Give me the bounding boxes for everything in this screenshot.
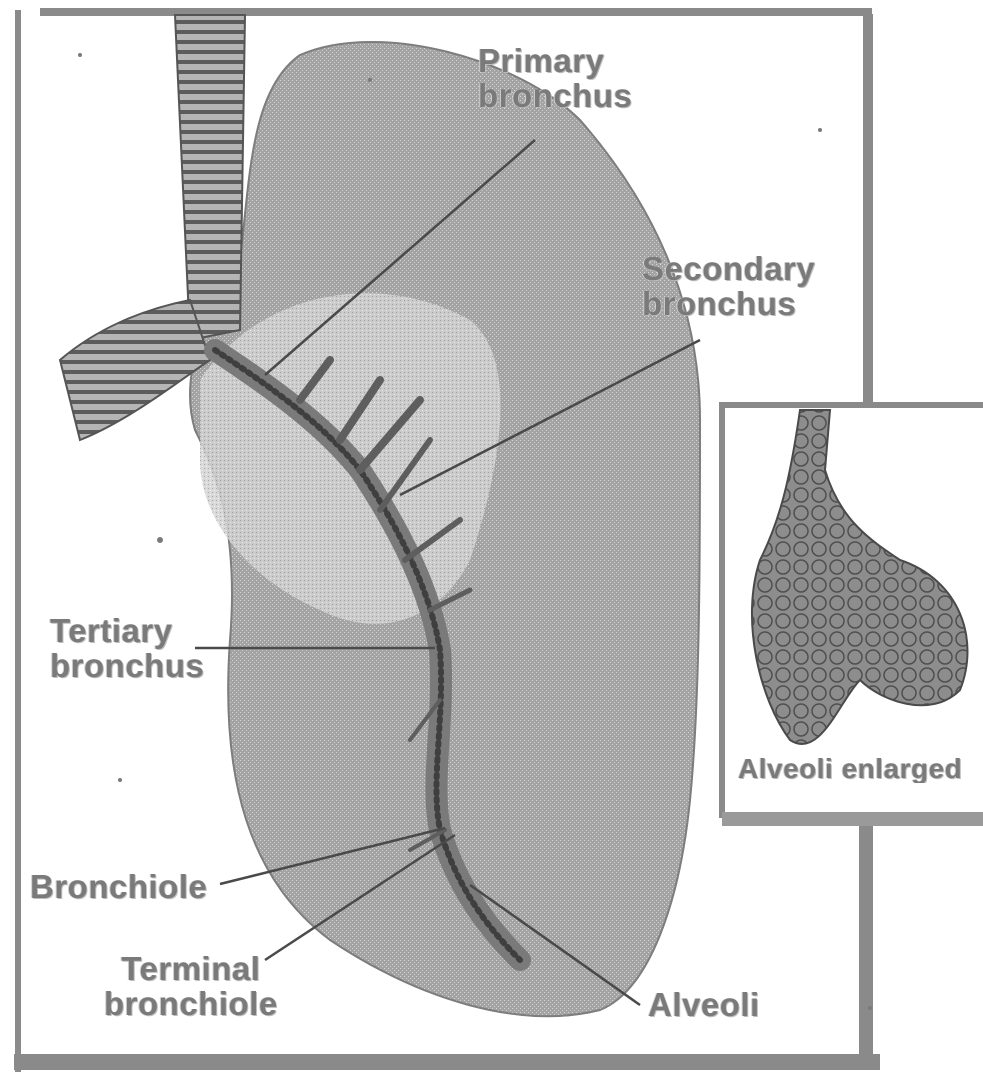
label-bronchiole-text: Bronchiole — [30, 870, 207, 905]
label-primary-bronchus-line1: Primary — [478, 44, 632, 79]
label-terminal-bronchiole-line1: Terminal — [104, 952, 278, 987]
label-alveoli: Alveoli — [648, 988, 760, 1023]
label-terminal-bronchiole: Terminal bronchiole — [104, 952, 278, 1021]
label-secondary-bronchus: Secondary bronchus — [642, 252, 815, 321]
label-alveoli-text: Alveoli — [648, 988, 760, 1023]
label-terminal-bronchiole-line2: bronchiole — [104, 987, 278, 1022]
label-secondary-bronchus-line1: Secondary — [642, 252, 815, 287]
label-alveoli-enlarged: Alveoli enlarged — [738, 754, 962, 783]
label-tertiary-bronchus-line2: bronchus — [50, 649, 204, 684]
label-secondary-bronchus-line2: bronchus — [642, 287, 815, 322]
label-primary-bronchus-line2: bronchus — [478, 79, 632, 114]
label-tertiary-bronchus-line1: Tertiary — [50, 614, 204, 649]
label-tertiary-bronchus: Tertiary bronchus — [50, 614, 204, 683]
label-alveoli-enlarged-text: Alveoli enlarged — [738, 754, 962, 783]
label-primary-bronchus: Primary bronchus — [478, 44, 632, 113]
label-bronchiole: Bronchiole — [30, 870, 207, 905]
